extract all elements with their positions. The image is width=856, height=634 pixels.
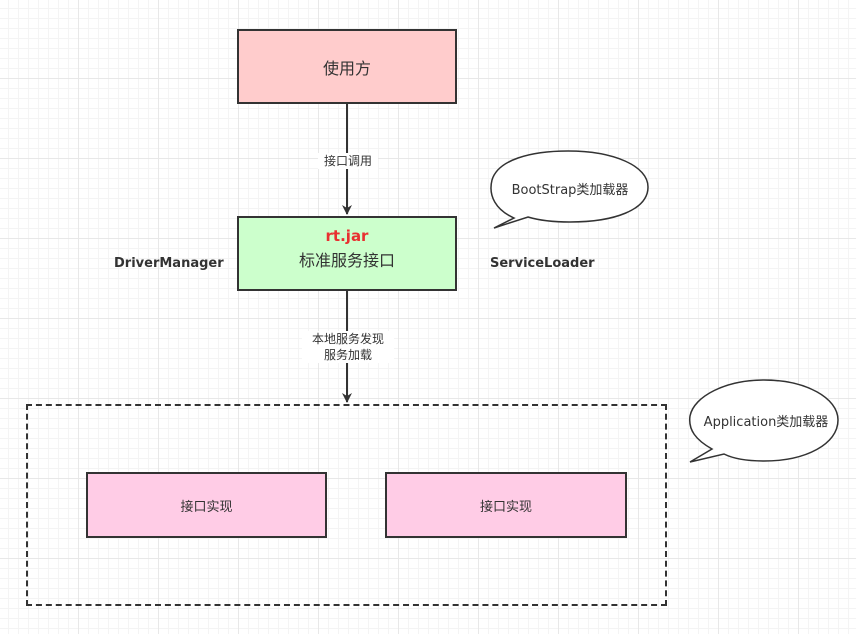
service-interface-label: 标准服务接口: [298, 250, 395, 270]
impl-left-label: 接口实现: [180, 499, 233, 515]
impl-right-label: 接口实现: [479, 499, 532, 515]
consumer-label: 使用方: [322, 58, 371, 78]
bubble-application: [688, 379, 839, 463]
rt-jar-label: rt.jar: [325, 226, 369, 245]
application-loader-callout: Application类加载器: [703, 415, 829, 430]
impl-node-left: 接口实现: [86, 472, 327, 538]
call-edge-label: 接口调用: [318, 153, 378, 169]
impl-node-right: 接口实现: [385, 472, 627, 538]
bubble-bootstrap: [490, 150, 649, 229]
driver-manager-label: DriverManager: [114, 256, 224, 271]
application-container: [26, 404, 667, 606]
discover-label-line2: 服务加载: [323, 348, 372, 362]
discover-label-line1: 本地服务发现: [311, 332, 384, 346]
discover-edge-label: 本地服务发现 服务加载: [302, 331, 394, 363]
consumer-node: 使用方: [237, 29, 457, 104]
standard-service-interface-node: rt.jar 标准服务接口: [237, 216, 457, 291]
bootstrap-loader-callout: BootStrap类加载器: [511, 183, 629, 198]
service-loader-label: ServiceLoader: [490, 256, 595, 271]
